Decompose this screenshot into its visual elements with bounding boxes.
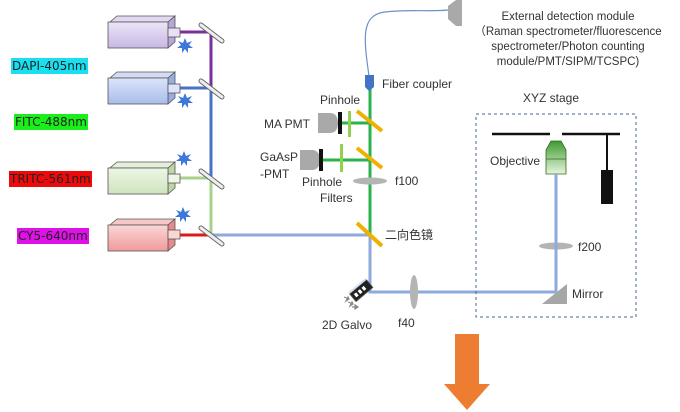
pinhole-top-label: Pinhole	[320, 93, 361, 107]
sparkle-star-icon	[177, 38, 193, 53]
external-module-label: External detection module （Raman spectro…	[452, 10, 680, 70]
galvo-label: 2D Galvo	[322, 318, 373, 332]
ma-pmt-detector	[318, 113, 338, 133]
f40-label: f40	[398, 316, 415, 330]
galvo-motion-arrows-icon	[343, 295, 360, 311]
external-module-line-1: External detection module	[501, 11, 635, 23]
lens-f100	[353, 177, 387, 185]
filter-ma	[348, 111, 351, 137]
down-arrow-icon	[444, 334, 490, 410]
dichroic-2	[355, 146, 384, 170]
dichroic-1	[355, 109, 384, 133]
laser-label-cy5: CY5-640nm	[17, 228, 89, 244]
fiber-coupler-label: Fiber coupler	[382, 77, 453, 91]
dichroic-main	[355, 221, 384, 248]
fiber-cable	[364, 9, 449, 77]
pinhole-bottom-label: Pinhole	[302, 175, 343, 189]
filters-label: Filters	[320, 191, 353, 205]
galvo-scanner	[348, 278, 374, 303]
mirror-label: Mirror	[572, 287, 604, 301]
objective-lens	[545, 140, 567, 175]
external-module-line-2: （Raman spectrometer/fluorescence	[474, 26, 662, 38]
sparkle-star-icon	[177, 93, 193, 108]
f100-label: f100	[395, 174, 419, 188]
combiner-mirror-4	[198, 225, 225, 247]
pinhole-gaasp	[319, 149, 323, 171]
xyz-stage-box	[475, 113, 637, 318]
combiner-mirror-2	[198, 78, 225, 100]
filter-gaasp	[340, 144, 343, 172]
gaasp-pmt-detector	[300, 150, 320, 170]
stage-actuator	[601, 170, 613, 204]
fold-mirror	[542, 284, 567, 304]
pinhole-ma	[338, 112, 342, 134]
gaasp-pmt-label-1: GaAsP	[260, 150, 299, 164]
laser-tritc	[107, 161, 181, 195]
f200-label: f200	[578, 240, 602, 254]
ma-pmt-label: MA PMT	[264, 117, 311, 131]
gaasp-pmt-label-2: -PMT	[260, 167, 290, 181]
external-module-line-3: spectrometer/Photon counting	[491, 41, 645, 53]
external-module-line-4: module/PMT/SIPM/TCSPC)	[496, 56, 640, 68]
laser-label-dapi: DAPI-405nm	[11, 58, 88, 74]
external-detector	[448, 0, 462, 26]
objective-label: Objective	[490, 154, 541, 168]
laser-label-tritc: TRITC-561nm	[9, 171, 92, 187]
dichroic-label: 二向色镜	[385, 228, 434, 242]
laser-dapi	[107, 15, 181, 49]
combiner-mirror-3	[198, 168, 225, 190]
sparkle-star-icon	[176, 151, 192, 166]
xyz-stage-label: XYZ stage	[523, 91, 580, 105]
laser-fitc	[107, 71, 181, 105]
combiner-mirror-1	[198, 22, 225, 44]
laser-label-fitc: FITC-488nm	[14, 114, 88, 130]
fiber-coupler	[365, 75, 374, 91]
lens-f40	[410, 275, 418, 309]
sparkle-star-icon	[175, 207, 191, 222]
laser-cy5	[107, 218, 181, 252]
excitation-beam	[211, 170, 558, 294]
